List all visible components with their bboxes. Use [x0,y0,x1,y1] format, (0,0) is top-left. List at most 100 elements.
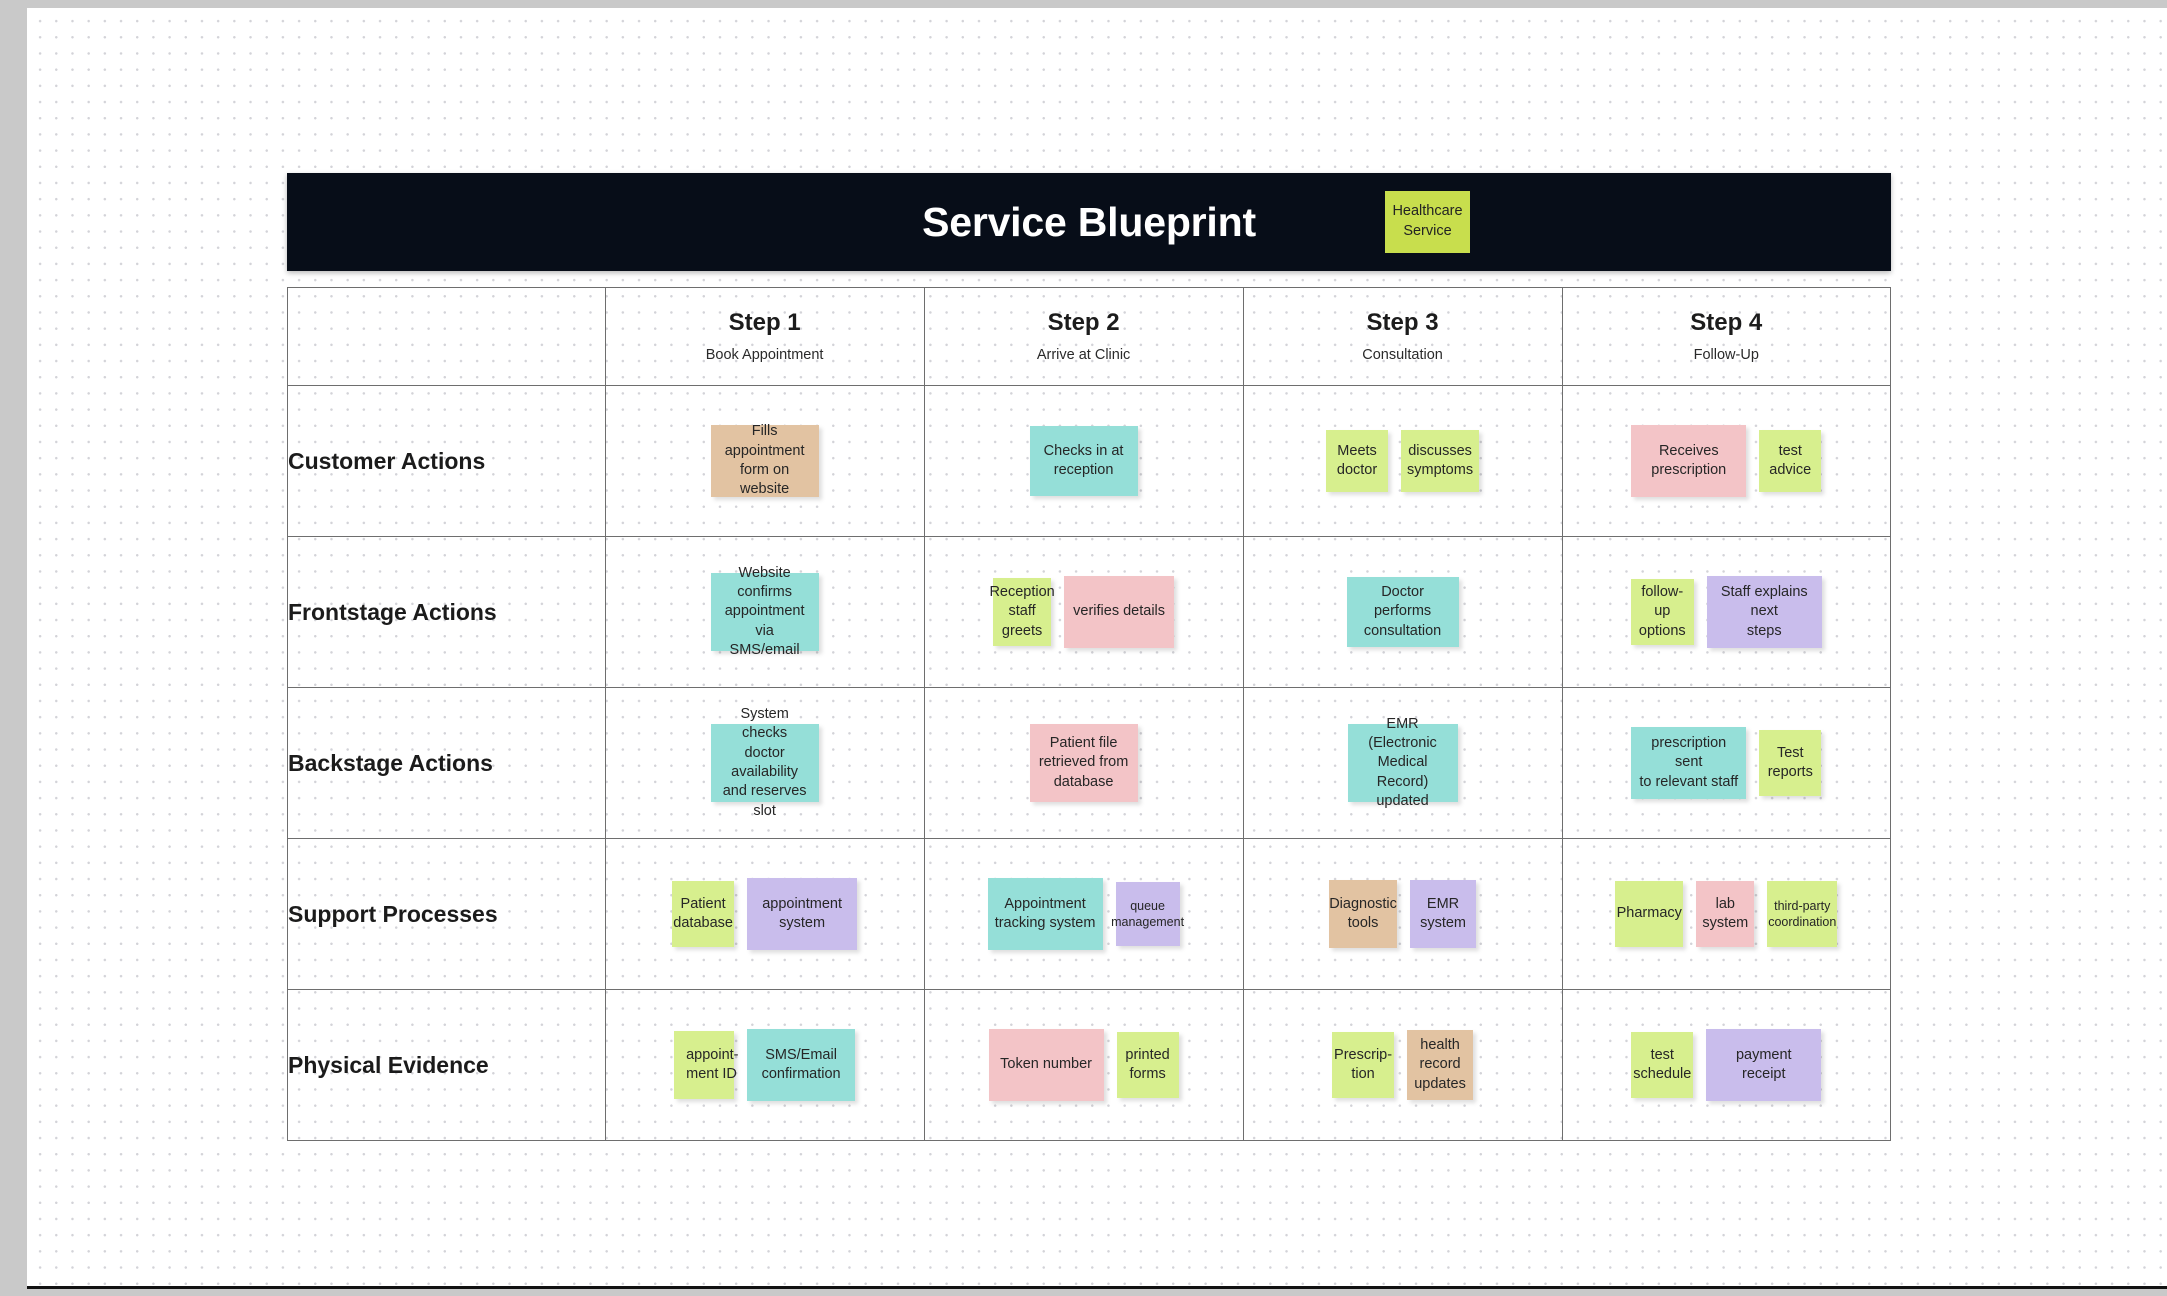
grid-header-row: Step 1 Book Appointment Step 2 Arrive at Cl… [287,287,1892,386]
sticky-note[interactable]: test advice [1759,430,1822,492]
sticky-note[interactable]: Staff explains next steps [1706,576,1822,648]
grid-cell-r2-c1[interactable]: Patient file retrieved from database [923,687,1244,839]
service-blueprint-board: Service Blueprint Healthcare Service Ste… [287,173,1892,1141]
sticky-note[interactable]: SMS/Email confirmation [747,1029,856,1101]
sticky-note[interactable]: payment receipt [1706,1029,1822,1101]
step-name-label: Book Appointment [705,347,824,364]
row-label-1: Frontstage Actions [287,536,606,688]
step-number-label: Step 1 [728,308,801,336]
step-number-label: Step 4 [1690,308,1763,336]
sticky-note[interactable]: third-party coordination [1767,881,1838,947]
step-name-label: Arrive at Clinic [1036,347,1131,364]
sticky-note[interactable]: Website confirms appointment via SMS/ema… [710,565,819,658]
sticky-note[interactable]: Fills appointment form on website [710,423,819,497]
service-type-badge: Healthcare Service [1385,191,1470,253]
grid-cell-r0-c1[interactable]: Checks in at reception [923,385,1244,537]
sticky-note[interactable]: Prescrip- tion [1332,1032,1395,1098]
sticky-note[interactable]: Patient file retrieved from database [1029,724,1138,802]
grid-cell-r1-c0[interactable]: Website confirms appointment via SMS/ema… [604,536,925,688]
step-number-label: Step 2 [1047,308,1120,336]
sticky-note[interactable]: discusses symptoms [1401,430,1480,492]
sticky-note[interactable]: Checks in at reception [1029,426,1138,496]
column-header-step-2[interactable]: Step 2 Arrive at Clinic [923,287,1244,386]
sticky-note[interactable]: Reception staff greets [989,578,1055,646]
sticky-note[interactable]: Diagnostic tools [1329,880,1398,948]
whiteboard-canvas[interactable]: Service Blueprint Healthcare Service Ste… [27,8,2167,1289]
sticky-note[interactable]: printed forms [1116,1032,1179,1098]
row-label-3: Support Processes [287,838,606,990]
sticky-note[interactable]: Doctor performs consultation [1346,577,1459,647]
column-header-step-1[interactable]: Step 1 Book Appointment [604,287,925,386]
cell-content: Checks in at reception [925,386,1243,536]
blueprint-header: Service Blueprint Healthcare Service [287,173,1891,271]
row-label-4: Physical Evidence [287,989,606,1141]
cell-content: Doctor performs consultation [1244,537,1562,687]
grid-cell-r1-c2[interactable]: Doctor performs consultation [1242,536,1563,688]
sticky-note[interactable]: Receives prescription [1631,425,1747,497]
cell-content: Fills appointment form on website [606,386,924,536]
cell-content: Website confirms appointment via SMS/ema… [606,537,924,687]
sticky-note[interactable]: Meets doctor [1326,430,1389,492]
row-label-2: Backstage Actions [287,687,606,839]
sticky-note[interactable]: appoint- ment ID [674,1031,739,1099]
grid-cell-r2-c2[interactable]: EMR (Electronic Medical Record) updated [1242,687,1563,839]
grid-corner-cell [287,287,606,386]
sticky-note[interactable]: health record updates [1407,1030,1474,1100]
sticky-note[interactable]: EMR (Electronic Medical Record) updated [1347,716,1458,809]
sticky-note[interactable]: follow-up options [1630,579,1694,645]
column-header-step-4[interactable]: Step 4 Follow-Up [1561,287,1892,386]
step-name-label: Follow-Up [1693,347,1759,364]
sticky-note[interactable]: prescription sent to relevant staff [1631,727,1747,799]
sticky-note[interactable]: Pharmacy [1615,881,1684,947]
sticky-note[interactable]: EMR system [1410,880,1477,948]
sticky-note[interactable]: System checks doctor availability and re… [710,706,819,819]
cell-content: EMR (Electronic Medical Record) updated [1244,688,1562,838]
sticky-note[interactable]: Test reports [1759,730,1822,796]
blueprint-row: Frontstage Actions Website confirms appoi… [287,536,1892,688]
blueprint-grid: Step 1 Book Appointment Step 2 Arrive at Cl… [287,287,1892,1141]
sticky-note[interactable]: Patient database [672,881,735,947]
step-name-label: Consultation [1362,347,1443,364]
sticky-note[interactable]: test schedule [1631,1032,1694,1098]
grid-cell-r2-c0[interactable]: System checks doctor availability and re… [604,687,925,839]
sticky-note[interactable]: queue management [1111,882,1184,946]
sticky-note[interactable]: verifies details [1064,576,1175,648]
grid-cell-r0-c0[interactable]: Fills appointment form on website [604,385,925,537]
row-label-0: Customer Actions [287,385,606,537]
cell-content: System checks doctor availability and re… [606,688,924,838]
sticky-note[interactable]: Appointment tracking system [987,878,1103,950]
sticky-note[interactable]: lab system [1696,881,1755,947]
sticky-note[interactable]: Token number [988,1029,1104,1101]
sticky-note[interactable]: appointment system [747,878,858,950]
blueprint-row: Backstage Actions System checks doctor av… [287,687,1892,839]
page-title: Service Blueprint [922,198,1256,245]
cell-content: Patient file retrieved from database [925,688,1243,838]
